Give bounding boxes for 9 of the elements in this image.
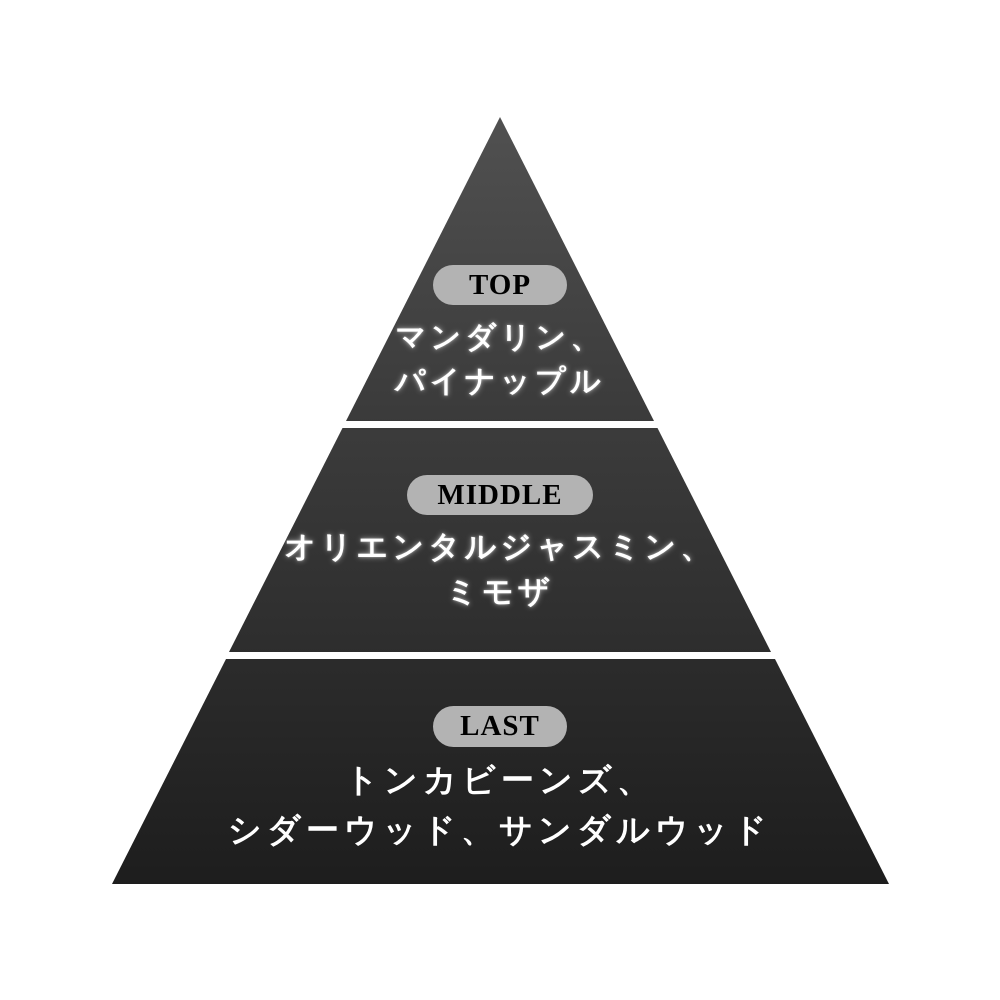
tier-tag: MIDDLE: [407, 475, 593, 515]
notes-text: トンカビーンズ、シダーウッド、サンダルウッド: [227, 759, 773, 851]
tier-tag: TOP: [433, 265, 567, 305]
pyramid-tier: [112, 659, 888, 884]
pyramid-tier: [346, 117, 654, 421]
tier-tag: LAST: [433, 706, 567, 747]
pyramid-tier: [229, 428, 771, 652]
notes-text: マンダリン、パイナップル: [393, 319, 606, 401]
notes-text: オリエンタルジャスミン、ミモザ: [284, 528, 716, 612]
